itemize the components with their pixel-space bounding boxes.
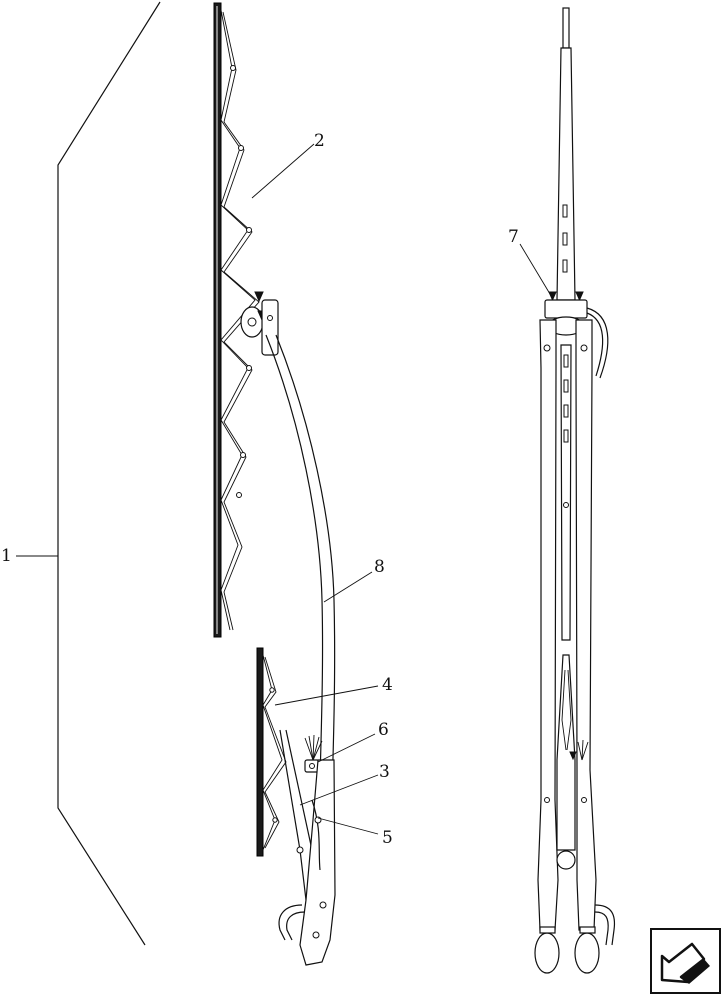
callout-2: 2 bbox=[314, 131, 325, 151]
callout-labels: 1 2 3 4 5 6 7 8 bbox=[1, 131, 519, 848]
lower-wiper-blade bbox=[256, 647, 287, 857]
callout-5: 5 bbox=[382, 828, 393, 848]
leader-lines bbox=[16, 143, 551, 835]
lower-wiper-arm bbox=[278, 729, 336, 966]
front-view-wiper-assembly bbox=[534, 7, 616, 974]
callout-7: 7 bbox=[508, 227, 519, 247]
callout-1: 1 bbox=[1, 546, 12, 566]
callout-3: 3 bbox=[379, 762, 390, 782]
callout-6: 6 bbox=[378, 720, 389, 740]
windshield-outline bbox=[57, 1, 161, 946]
callout-8: 8 bbox=[374, 557, 385, 577]
callout-4: 4 bbox=[382, 675, 393, 695]
next-page-arrow-icon bbox=[660, 942, 710, 984]
upper-wiper-blade bbox=[213, 2, 279, 638]
next-page-button[interactable] bbox=[650, 928, 721, 994]
